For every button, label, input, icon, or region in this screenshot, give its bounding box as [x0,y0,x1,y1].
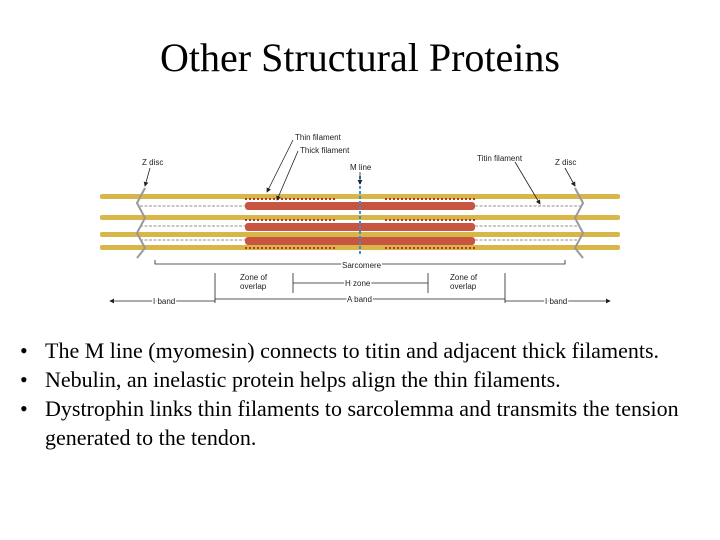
sarcomere-diagram: Thin filament Thick filament M line Z di… [100,133,620,308]
label-z-disc-right: Z disc [555,158,576,167]
callout-thin-filament [266,139,294,193]
bullet-text: Dystrophin links thin filaments to sarco… [45,396,679,450]
sarcomere-bracket [154,260,566,265]
label-m-line: M line [350,163,372,172]
bullet-marker: • [20,396,28,421]
label-zone-right-2: overlap [450,282,477,291]
bullet-marker: • [20,338,28,363]
bullet-text: Nebulin, an inelastic protein helps alig… [45,367,561,392]
band-lines [109,273,611,304]
label-a-band: A band [347,295,372,304]
label-zone-right-1: Zone of [450,273,478,282]
callout-titin [514,161,541,205]
bullet-list: • The M line (myomesin) connects to titi… [20,336,715,452]
label-titin-filament: Titin filament [477,154,523,163]
label-thick-filament: Thick filament [300,146,350,155]
bullet-item: • The M line (myomesin) connects to titi… [20,336,715,365]
bullet-item: • Nebulin, an inelastic protein helps al… [20,365,715,394]
callout-z-disc-right [564,167,576,187]
bullet-text: The M line (myomesin) connects to titin … [45,338,660,363]
bullet-marker: • [20,367,28,392]
z-discs [135,187,585,259]
titin-coils [140,205,580,241]
label-zone-left-1: Zone of [240,273,268,282]
callout-thick-filament [276,150,299,201]
label-thin-filament: Thin filament [295,133,342,142]
label-zone-left-2: overlap [240,282,267,291]
callout-lines [143,139,576,205]
label-i-band-right: I band [545,297,567,306]
label-i-band-left: I band [153,297,175,306]
slide-title: Other Structural Proteins [160,35,560,80]
label-h-zone: H zone [345,279,371,288]
callout-z-disc-left [143,167,151,187]
thin-filament [100,232,620,237]
bullet-item: • Dystrophin links thin filaments to sar… [20,394,715,452]
label-z-disc-left: Z disc [142,158,163,167]
label-sarcomere: Sarcomere [342,261,382,270]
z-disc-left [135,187,147,259]
z-disc-right [573,187,585,259]
